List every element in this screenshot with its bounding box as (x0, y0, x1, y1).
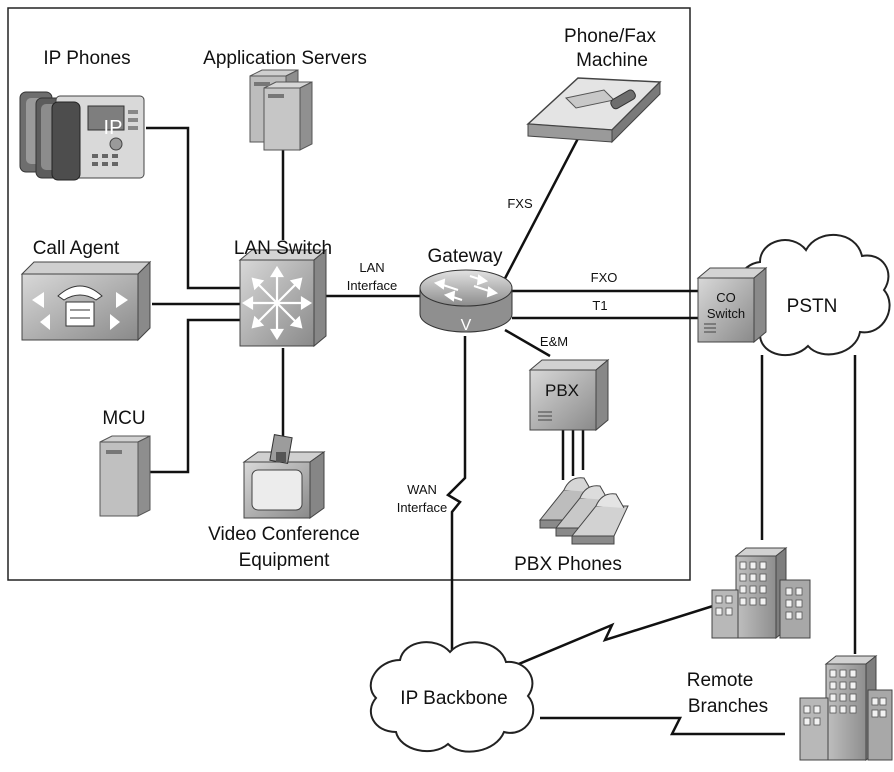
pstn-label: PSTN (787, 296, 838, 317)
wan-interface-label-line2: Interface (397, 500, 448, 515)
application-servers-label: Application Servers (203, 48, 367, 69)
phone-fax-label-line1: Phone/Fax (564, 26, 656, 47)
building-icon (711, 546, 811, 640)
link-em (504, 328, 551, 358)
em-link-label: E&M (540, 334, 568, 349)
remote-branches-label-line1: Remote (687, 670, 754, 691)
ip-backbone-label: IP Backbone (400, 688, 507, 709)
video-camera-icon (242, 434, 326, 519)
link-backbone-branch1 (489, 598, 733, 678)
co-switch-label-line1: CO (716, 290, 736, 305)
call-agent-icon (20, 260, 152, 342)
links (146, 124, 857, 736)
fax-icon (526, 77, 662, 144)
lan-interface-label-line1: LAN (359, 260, 384, 275)
server-icon (249, 69, 313, 151)
phone-fax-label-line2: Machine (576, 50, 648, 71)
cloud-icon (369, 641, 535, 753)
link-pbx-phones (561, 430, 585, 480)
gateway-mark: V (461, 317, 472, 334)
t1-link-label: T1 (592, 298, 607, 313)
building-icon (799, 654, 893, 762)
call-agent-label: Call Agent (33, 238, 120, 259)
router-icon (419, 269, 513, 333)
link-ip-phones (146, 126, 240, 290)
link-fxs (498, 124, 587, 289)
gateway-label: Gateway (428, 246, 503, 267)
remote-branches-label-line2: Branches (688, 696, 768, 717)
fxs-link-label: FXS (507, 196, 533, 211)
pbx-icon (528, 358, 610, 432)
link-backbone-branch2 (540, 716, 785, 736)
lan-switch-label: LAN Switch (234, 238, 332, 259)
mcu-icon (99, 435, 151, 517)
pbx-phones-icon (538, 477, 629, 545)
mcu-label: MCU (102, 408, 145, 429)
pbx-phones-label: PBX Phones (514, 554, 622, 575)
video-conference-label-line1: Video Conference (208, 524, 360, 545)
ip-phones-icon: IP (19, 91, 145, 181)
lan-interface-label-line2: Interface (347, 278, 398, 293)
video-conference-label-line2: Equipment (239, 550, 331, 571)
wan-interface-label-line1: WAN (407, 482, 437, 497)
co-switch-label-line2: Switch (707, 306, 745, 321)
link-wan-interface (445, 336, 467, 660)
ip-phone-screen-label: IP (104, 117, 123, 139)
co-switch-icon (696, 266, 768, 344)
fxo-link-label: FXO (591, 270, 618, 285)
ip-phones-label: IP Phones (43, 48, 130, 69)
lan-switch-icon (238, 248, 328, 348)
pbx-box-label: PBX (545, 381, 579, 400)
enterprise-boundary (7, 7, 691, 581)
link-mcu (150, 318, 240, 474)
